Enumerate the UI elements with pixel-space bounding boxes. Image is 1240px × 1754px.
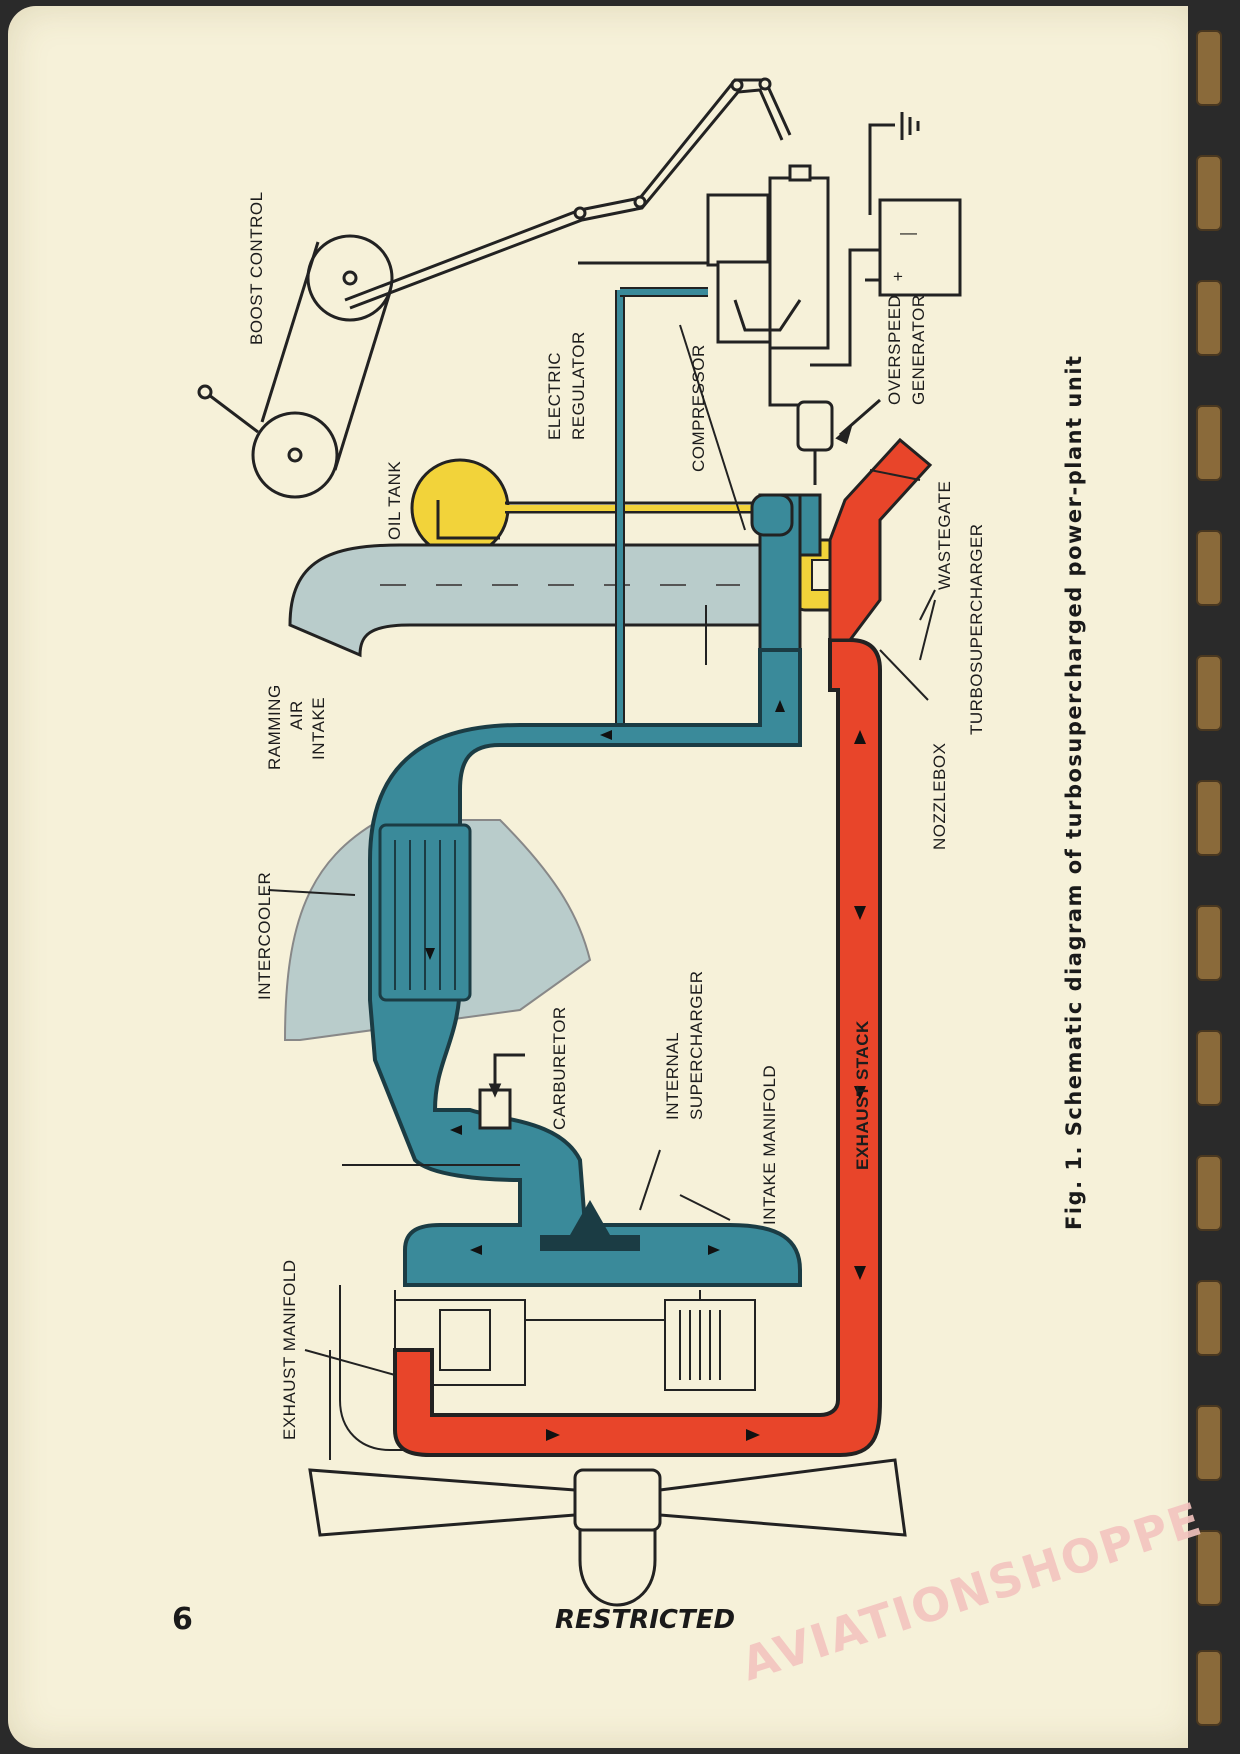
electric-regulator: [578, 164, 830, 350]
binding-ring: [1196, 1280, 1222, 1356]
binding-ring: [1196, 1030, 1222, 1106]
binding-ring: [1196, 280, 1222, 356]
turbosupercharger-label: TURBOSUPERCHARGER: [967, 523, 986, 735]
battery-and-ground: [810, 112, 962, 367]
intake-manifold-label: INTAKE MANIFOLD: [760, 1065, 779, 1225]
diagram-labels: BOOST CONTROL ELECTRIC REGULATOR COMPRES…: [247, 191, 986, 1440]
intake-piping: [368, 287, 802, 1287]
binding-ring: [1196, 1650, 1222, 1726]
binding-ring: [1196, 30, 1222, 106]
boost-control-linkage: [197, 77, 792, 499]
overspeed-generator: [768, 340, 881, 485]
boost-control-label: BOOST CONTROL: [247, 191, 266, 345]
propeller: [308, 1458, 907, 1607]
carburetor-label: CARBURETOR: [550, 1006, 569, 1130]
binding-ring: [1196, 1155, 1222, 1231]
figure-caption: Fig. 1. Schematic diagram of turbosuperc…: [1062, 354, 1086, 1230]
binding-ring: [1196, 1530, 1222, 1606]
internal-supercharger-label-1: INTERNAL: [663, 1032, 682, 1120]
overspeed-label-2: GENERATOR: [909, 294, 928, 405]
compressor-label: COMPRESSOR: [689, 344, 708, 472]
internal-supercharger-label-2: SUPERCHARGER: [687, 970, 706, 1120]
intercooler-label: INTERCOOLER: [255, 872, 274, 1000]
leader-lines: [267, 324, 936, 1376]
binding-ring: [1196, 905, 1222, 981]
electric-regulator-label-2: REGULATOR: [569, 331, 588, 440]
internal-supercharger-impeller: [540, 1200, 640, 1251]
electric-regulator-label-1: ELECTRIC: [545, 352, 564, 440]
page-number: 6: [172, 1602, 193, 1637]
overspeed-label-1: OVERSPEED: [885, 295, 904, 405]
ramming-label-1: RAMMING: [265, 684, 284, 770]
restricted-footer: RESTRICTED: [555, 1605, 736, 1635]
ramming-label-2: AIR: [287, 700, 306, 730]
carburetor: [342, 1053, 525, 1166]
binding-ring: [1196, 1405, 1222, 1481]
wastegate-label: WASTEGATE: [935, 481, 954, 590]
binding-ring: [1196, 155, 1222, 231]
battery-plus-label: +: [893, 267, 903, 286]
battery-minus-label: —: [900, 223, 918, 242]
exhaust-manifold-label: EXHAUST MANIFOLD: [280, 1259, 299, 1440]
nozzlebox-label: NOZZLEBOX: [930, 743, 949, 850]
manual-page: [8, 6, 1200, 1748]
binding-ring: [1196, 405, 1222, 481]
ramming-label-3: INTAKE: [309, 697, 328, 760]
binding-ring: [1196, 655, 1222, 731]
engine-block: [329, 1260, 871, 1460]
exhaust-system: [393, 437, 933, 1457]
binding-ring: [1196, 780, 1222, 856]
binding-ring: [1196, 530, 1222, 606]
oil-tank-label: OIL TANK: [385, 461, 404, 540]
ramming-air-duct: [288, 543, 762, 658]
exhaust-stack-label: EXHAUST STACK: [853, 1020, 872, 1170]
